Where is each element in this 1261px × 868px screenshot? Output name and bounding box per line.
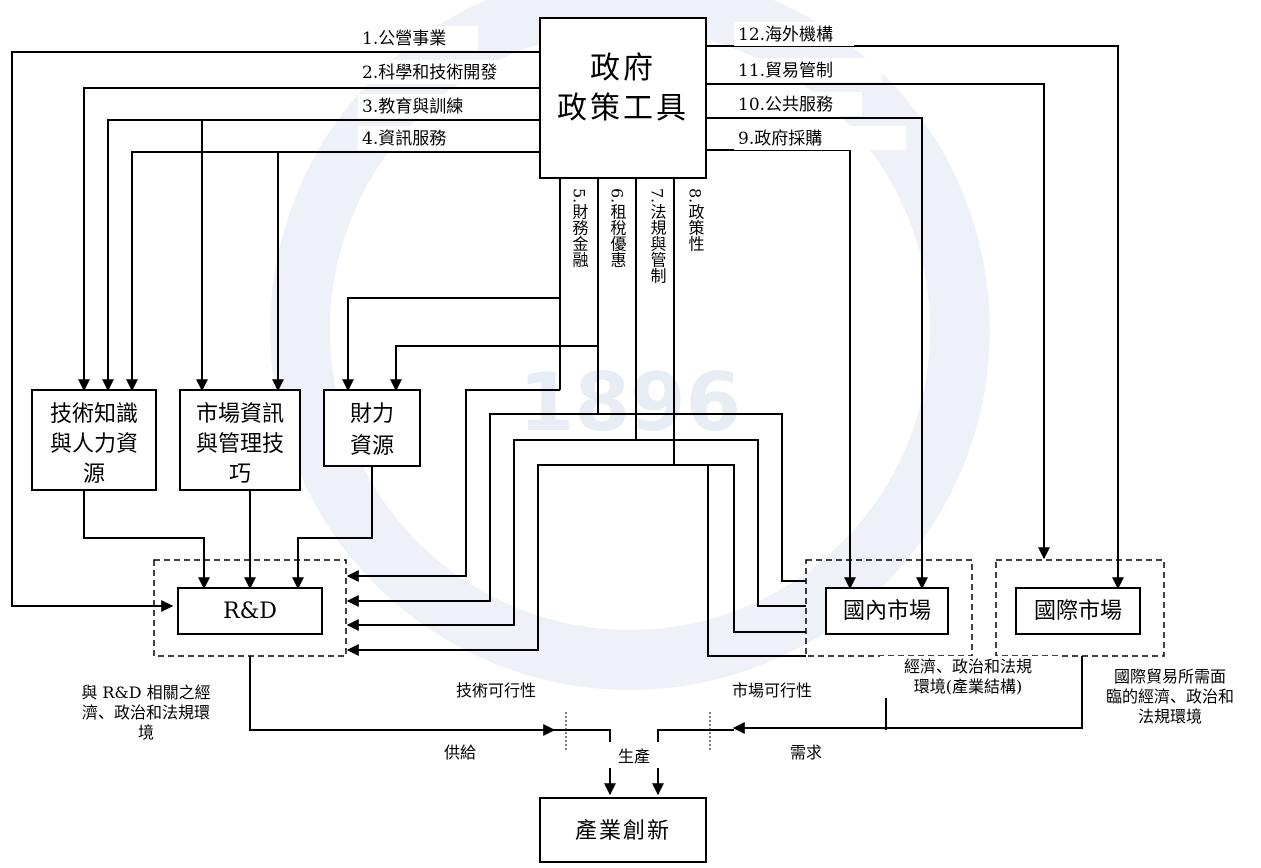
svg-text:1896: 1896 [519,356,742,449]
svg-text:與管理技: 與管理技 [196,432,284,457]
tool-11-label: 11.貿易管制 [738,61,833,81]
svg-text:經濟、政治和法規: 經濟、政治和法規 [904,657,1032,676]
svg-text:濟、政治和法規環: 濟、政治和法規環 [82,703,210,722]
svg-text:環境(產業結構): 環境(產業結構) [914,677,1023,696]
market-feasibility-label: 市場可行性 [732,681,812,700]
supply-label: 供給 [444,743,476,762]
svg-text:與人力資: 與人力資 [50,432,138,457]
svg-text:政策工具: 政策工具 [557,91,689,126]
tool-9-label: 9.政府採購 [738,129,822,149]
svg-text:國際貿易所需面: 國際貿易所需面 [1114,667,1226,686]
svg-text:技術知識: 技術知識 [50,402,138,427]
svg-text:法規環境: 法規環境 [1138,707,1202,726]
svg-text:政府: 政府 [590,51,656,86]
rd-environment-note: 與 R&D 相關之經 濟、政治和法規環 境 [81,683,210,742]
tool-8-label: 8.政策性 [686,188,705,251]
rd-label: R&D [223,599,277,624]
innovation-label: 產業創新 [575,819,671,844]
tool-5-label: 5.財務金融 [570,188,589,268]
intl-environment-note: 國際貿易所需面 臨的經濟、政治和 法規環境 [1106,667,1234,726]
svg-text:境: 境 [138,723,154,742]
production-label: 生產 [618,747,650,766]
tool-12-label: 12.海外機構 [738,25,833,45]
svg-text:市場資訊: 市場資訊 [196,402,284,427]
tool-2-label: 2.科學和技術開發 [362,63,497,83]
svg-text:與 R&D 相關之經: 與 R&D 相關之經 [81,683,210,702]
svg-text:巧: 巧 [229,462,251,487]
tool-4-label: 4.資訊服務 [362,129,446,149]
domestic-market-label: 國內市場 [843,599,931,624]
intl-market-label: 國際市場 [1034,599,1122,624]
tool-10-label: 10.公共服務 [738,95,833,115]
tech-feasibility-label: 技術可行性 [456,681,536,700]
tool-7-label: 7.法規與管制 [648,188,667,283]
tool-3-label: 3.教育與訓練 [362,97,463,117]
svg-text:臨的經濟、政治和: 臨的經濟、政治和 [1106,687,1234,706]
svg-text:源: 源 [83,462,105,487]
tool-1-label: 1.公營事業 [362,29,446,49]
domestic-environment-note: 經濟、政治和法規 環境(產業結構) [880,656,1058,698]
tool-6-label: 6.租稅優惠 [608,188,627,267]
demand-label: 需求 [790,743,822,762]
svg-text:財力: 財力 [350,402,394,427]
svg-text:資源: 資源 [350,434,394,459]
